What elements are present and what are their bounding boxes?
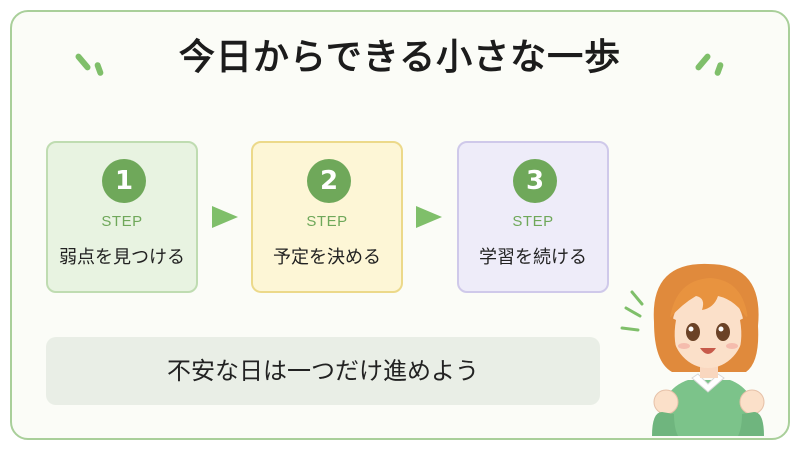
step-label: STEP [306,213,348,230]
encouragement-banner: 不安な日は一つだけ進めよう [46,337,600,405]
step-description: 弱点を見つける [59,247,185,268]
step-card-2: 2 STEP 予定を決める [251,141,403,293]
arrow-right-icon [212,206,238,228]
arrow-right-icon [416,206,442,228]
page-title: 今日からできる小さな一歩 [178,37,622,78]
step-description: 学習を続ける [479,247,587,268]
step-number-badge: 1 [102,159,146,203]
step-card-1: 1 STEP 弱点を見つける [46,141,198,293]
step-card-3: 3 STEP 学習を続ける [457,141,609,293]
step-number-badge: 2 [307,159,351,203]
step-description: 予定を決める [273,247,381,268]
step-number-badge: 3 [513,159,557,203]
step-label: STEP [101,213,143,230]
cheering-girl-illustration [620,263,765,436]
step-label: STEP [512,213,554,230]
